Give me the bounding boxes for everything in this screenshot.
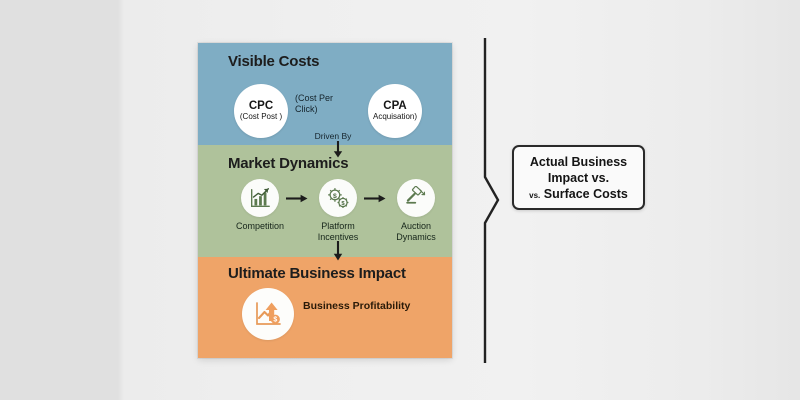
- step-label-platform-incentives: Platform Incentives: [317, 221, 359, 242]
- node-cpc-abbr: CPC: [248, 100, 274, 113]
- svg-text:$: $: [341, 201, 345, 207]
- outcome-label-text: Business Profitability: [303, 300, 411, 312]
- arrow-right-competition-to-platform-icon: [286, 194, 308, 203]
- callout-line-1: Actual Business: [529, 154, 628, 169]
- bracket-pointer-icon: [483, 38, 500, 363]
- growth-arrow-dollar-icon: $: [242, 288, 294, 340]
- band-title-visible-costs: Visible Costs: [228, 53, 320, 70]
- callout-line-2: Impact vs.: [547, 170, 610, 185]
- band-title-ultimate-business-impact: Ultimate Business Impact: [228, 265, 406, 282]
- band-visible-costs: Visible Costs CPC (Cost Post ) (Cost Per…: [198, 43, 452, 145]
- arrow-down-driven-by-icon: [333, 141, 343, 158]
- step-label-competition: Competition: [235, 221, 285, 231]
- svg-text:$: $: [273, 317, 277, 324]
- layered-cost-panel: Visible Costs CPC (Cost Post ) (Cost Per…: [198, 43, 452, 358]
- band-title-market-dynamics: Market Dynamics: [228, 155, 349, 172]
- node-cpc-sub: (Cost Post ): [239, 111, 283, 121]
- step-label-auction-dynamics: Auction Dynamics: [396, 221, 436, 242]
- arrow-right-platform-to-auction-icon: [364, 194, 386, 203]
- callout-line-3: vs. Surface Costs: [529, 186, 628, 202]
- callout-line-3-prefix: vs.: [529, 190, 541, 200]
- gavel-icon: [397, 179, 435, 217]
- callout-line-3-main: Surface Costs: [543, 186, 628, 201]
- band-ultimate-business-impact: Ultimate Business Impact: [198, 257, 452, 358]
- outcome-label-business-profitability: Business Profitability: [303, 300, 413, 314]
- connector-label-driven-by: Driven By: [314, 131, 352, 141]
- node-cpa: CPA Acquisation): [368, 84, 422, 138]
- svg-text:$: $: [333, 192, 337, 199]
- gears-dollar-icon: $ $: [319, 179, 357, 217]
- bar-chart-growth-icon: [241, 179, 279, 217]
- callout-actual-vs-surface: Actual Business Impact vs. vs. Surface C…: [512, 145, 645, 210]
- node-cpa-sub: Acquisation): [372, 111, 418, 121]
- node-cpc-expansion: (Cost Per Click): [295, 93, 334, 115]
- node-cpc: CPC (Cost Post ): [234, 84, 288, 138]
- node-cpa-abbr: CPA: [383, 100, 407, 113]
- arrow-down-market-to-impact-icon: [333, 241, 343, 261]
